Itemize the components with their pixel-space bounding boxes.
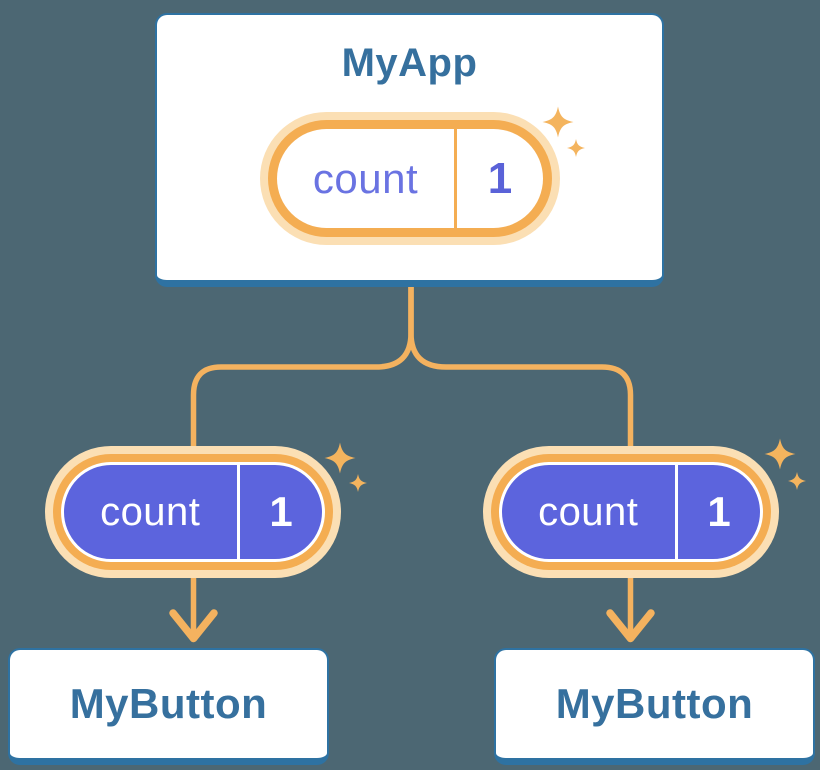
state-value: 1 (269, 488, 293, 535)
pill-orange-ring: count 1 (491, 454, 771, 570)
pill-glow-ring: count 1 (260, 112, 560, 245)
state-value: 1 (487, 153, 513, 203)
pill-glow-ring: count 1 (483, 446, 779, 578)
sparkle-icon (349, 474, 367, 492)
state-label: count (100, 489, 201, 534)
pill-orange-ring: count 1 (53, 454, 333, 570)
pill-divider (236, 465, 240, 559)
pill-divider (454, 129, 457, 228)
sparkle-icon (788, 472, 806, 490)
node-title-mybutton: MyButton (69, 680, 268, 727)
pill-orange-ring: count 1 (268, 120, 552, 237)
state-pill-root: count 1 (260, 112, 560, 245)
pill-glow-ring: count 1 (45, 446, 341, 578)
state-label: count (538, 489, 639, 534)
node-card-mybutton-left: MyButton (8, 648, 329, 765)
state-value: 1 (707, 488, 731, 535)
pill-body: count 1 (499, 462, 763, 562)
node-title-mybutton: MyButton (555, 680, 754, 727)
node-title-myapp: MyApp (341, 41, 478, 85)
arrowhead-left-icon (169, 609, 218, 643)
pill-divider (674, 465, 678, 559)
state-pill-right-child: count 1 (483, 446, 779, 578)
connector-root-to-right-pill (408, 284, 634, 452)
node-card-mybutton-right: MyButton (494, 648, 815, 765)
pill-body: count 1 (277, 129, 543, 228)
pill-body: count 1 (61, 462, 325, 562)
state-pill-left-child: count 1 (45, 446, 341, 578)
connector-root-to-left-pill (190, 284, 414, 452)
arrowhead-right-icon (606, 609, 655, 643)
state-label: count (312, 154, 419, 202)
